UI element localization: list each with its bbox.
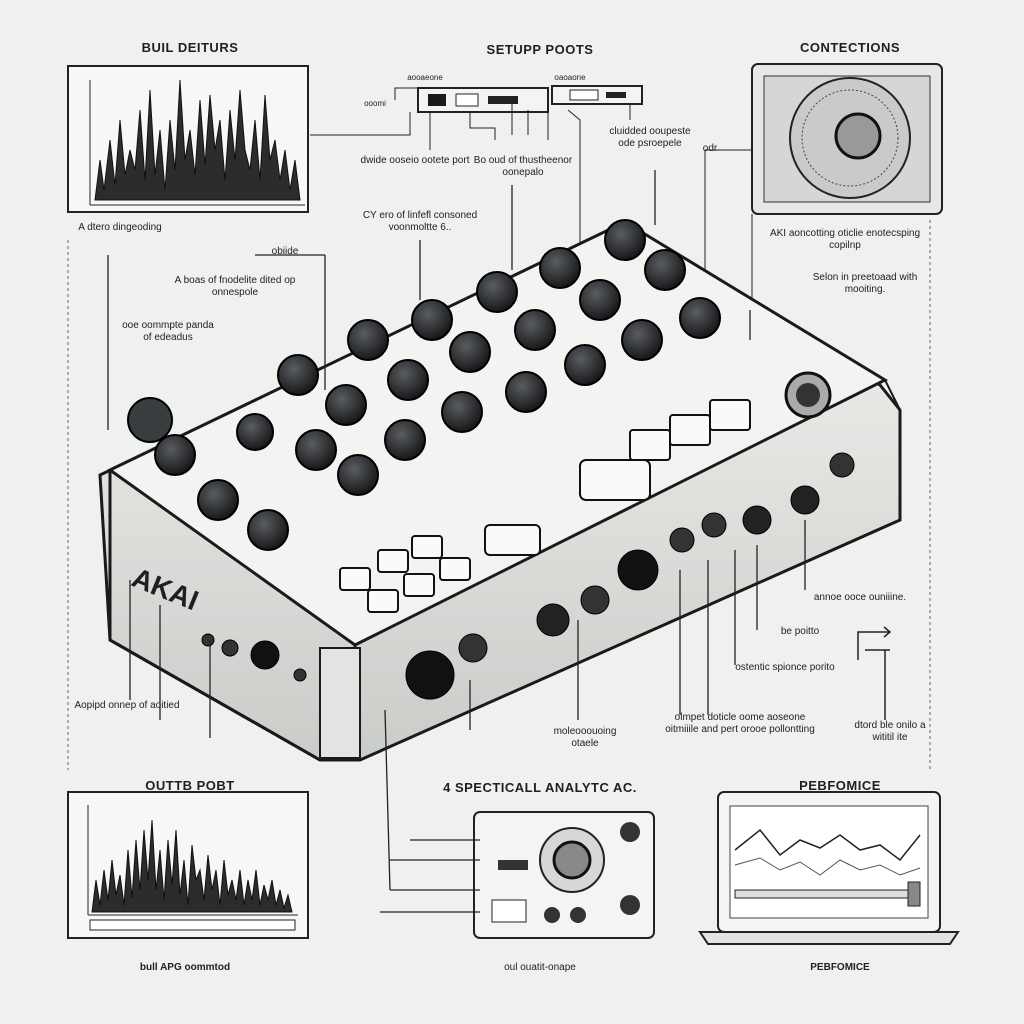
waveform-icon <box>91 819 293 913</box>
note-right-2: odr <box>702 143 718 154</box>
akai-controller: AKAI <box>98 170 902 891</box>
caption-center: oul ouatit-onape <box>504 962 576 973</box>
note-right-3: AKI aoncotting oticlie enotecsping copil… <box>769 228 921 251</box>
note-top-left: A dtero dingeoding <box>78 222 162 233</box>
note-right-6: be poitto <box>780 626 820 637</box>
note-right-7: ostentic spionce porito <box>735 662 835 673</box>
heading-output-port: OUTTB POBT <box>145 778 235 793</box>
note-bottom-left: Aopipd onnep of aoitied <box>74 700 180 711</box>
build-features-waveform-panel <box>67 65 309 213</box>
guide-lines <box>67 220 931 770</box>
heading-performance: PEBFOMICE <box>799 778 881 793</box>
heading-build-features: BUIL DEITURS <box>141 40 239 55</box>
note-bottom-center: moleooouoing otaele <box>553 726 617 749</box>
port-label-3: ooomi <box>364 99 386 108</box>
arrow-icon <box>857 626 892 720</box>
note-right-5: annoe ooce ouniiine. <box>813 592 907 603</box>
note-right-4: Selon in preetoaad with mooiting. <box>812 272 918 295</box>
note-left-2: ooe oommpte panda of edeadus <box>122 320 214 343</box>
knob-icon <box>154 219 721 551</box>
caption-left: bull APG oommtod <box>139 962 231 973</box>
connections-speaker-panel <box>704 63 943 300</box>
waveform-icon <box>94 79 301 201</box>
jack-icon <box>201 452 855 700</box>
output-port-waveform-panel <box>67 791 309 939</box>
heading-connections: CONTECTIONS <box>799 40 901 55</box>
spectral-analyzer-panel <box>380 811 655 939</box>
heading-spectral-analyzer: 4 SPECTICALL ANALYTC AC. <box>443 780 637 795</box>
note-right-8: olmpet doticle oome aoseone oitmiiile an… <box>665 712 815 735</box>
heading-setup-ports: SETUPP POOTS <box>486 42 594 57</box>
setup-ports-strip <box>310 85 643 320</box>
laptop-icon <box>698 791 960 945</box>
note-left-1: A boas of fnodelite dited op onnespole <box>174 275 296 298</box>
port-label-2: oaoaone <box>554 73 586 82</box>
note-mid-2: Bo oud of thustheenor oonepalo <box>473 155 573 178</box>
caption-right: PEBFOMICE <box>810 962 870 973</box>
port-label-1: aooaeone <box>407 73 443 82</box>
pad-icon <box>339 399 751 613</box>
note-right-1: cluidded ooupeste ode psroepele <box>609 126 691 149</box>
note-right-9: dtord ble onilo a wititil ite <box>854 720 926 743</box>
note-mid-3: CY ero of linfefl consoned voonmoltte 6.… <box>362 210 478 233</box>
note-mid-1: dwide ooseio ootete port <box>360 155 470 166</box>
note-mid-4: obiide <box>271 246 299 257</box>
